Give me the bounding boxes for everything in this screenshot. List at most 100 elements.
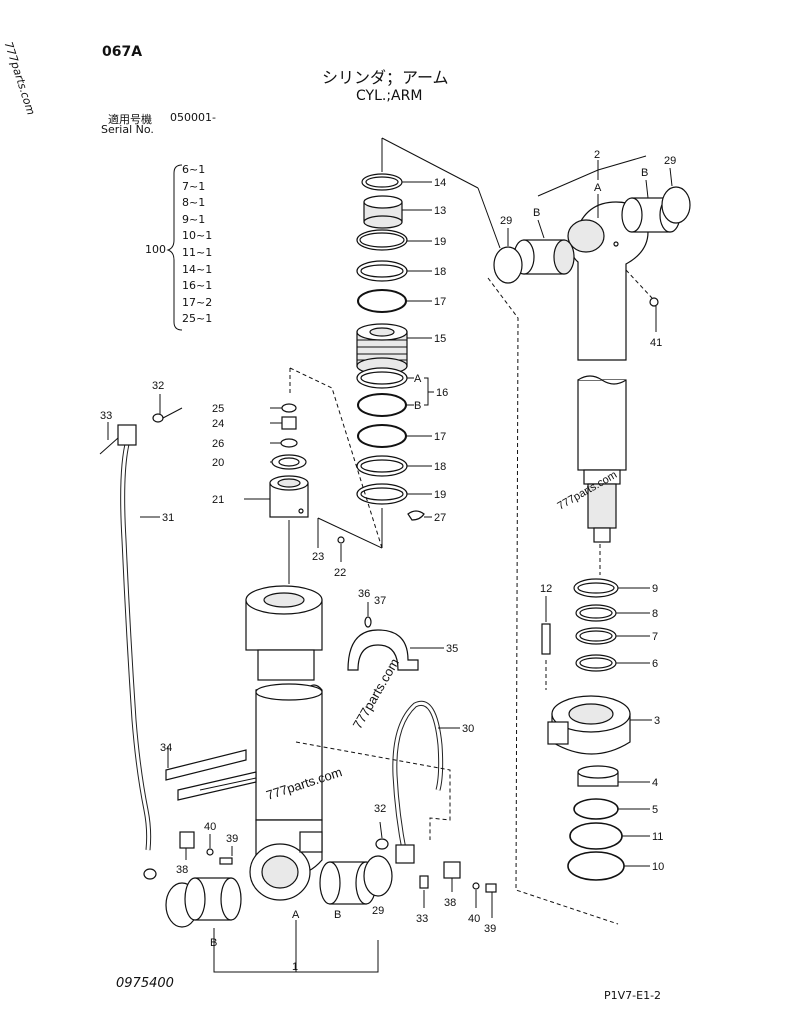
callout-15: 15: [434, 333, 446, 345]
callout-9: 9: [652, 583, 658, 595]
bushing-24: [281, 416, 297, 430]
lower-ring-stack: [567, 765, 650, 881]
piston-15: [356, 323, 408, 375]
callout-3: 3: [654, 715, 660, 727]
callout-20: 20: [212, 457, 224, 469]
kit-item: 6~1: [182, 163, 206, 176]
kit-item: 10~1: [182, 229, 213, 243]
callout-32-top: 32: [152, 380, 164, 392]
serial-label-jp: 適用号機: [108, 113, 152, 126]
clamp-35: [347, 629, 419, 671]
callout-5: 5: [652, 804, 658, 816]
callout-1a: A: [292, 909, 300, 921]
piston-rod-2: [567, 201, 649, 575]
callout-17: 17: [434, 296, 446, 308]
kit-item: 14~1: [182, 262, 213, 276]
callout-2b-left: B: [533, 207, 540, 219]
serial-value: 050001-: [170, 111, 216, 124]
rod-axis-line: [487, 277, 619, 925]
callout-14: 14: [434, 177, 446, 189]
callout-26: 26: [212, 438, 224, 450]
callout-33-top: 33: [100, 410, 112, 422]
title-jp: シリンダ；アーム: [322, 68, 449, 87]
callout-29-bottom: 29: [372, 905, 384, 917]
callout-13: 13: [434, 205, 446, 217]
callout-2a: A: [594, 182, 602, 194]
callout-2b-right: B: [641, 167, 648, 179]
callout-41: 41: [650, 337, 662, 349]
kit-item: 17~2: [182, 295, 213, 309]
serial-label-en: Serial No.: [101, 123, 154, 136]
callout-16a: A: [414, 373, 422, 385]
kit-item: 11~1: [182, 246, 213, 259]
kit-number: 100: [145, 243, 166, 256]
cylinder-head-group: [244, 367, 383, 584]
callout-2: 2: [594, 149, 600, 161]
callout-37: 37: [374, 595, 386, 607]
ring-16b: [357, 393, 407, 417]
callout-29-left: 29: [500, 215, 512, 227]
callout-7: 7: [652, 631, 658, 643]
callout-1b-right: B: [334, 909, 341, 921]
callout-27: 27: [434, 512, 446, 524]
callout-38-bottom: 38: [444, 897, 456, 909]
oring-17-upper: [357, 289, 407, 313]
callout-18: 18: [434, 266, 446, 278]
callout-33-bottom: 33: [416, 913, 428, 925]
gland-21: [269, 475, 309, 518]
callout-35: 35: [446, 643, 458, 655]
cylinder-tube: [245, 585, 323, 901]
callout-1b-left: B: [210, 937, 217, 949]
callout-21: 21: [212, 494, 224, 506]
callout-1: 1: [292, 961, 298, 973]
bolt-12: [541, 623, 551, 655]
rod-end-bushings: [493, 155, 691, 332]
callout-29-right: 29: [664, 155, 676, 167]
bushing-13: [363, 195, 403, 229]
callout-10: 10: [652, 861, 664, 873]
callout-36: 36: [358, 588, 370, 600]
callout-39-left: 39: [226, 833, 238, 845]
callout-6: 6: [652, 658, 658, 670]
tube-end-bushings: [165, 855, 393, 973]
callout-12: 12: [540, 583, 552, 595]
callout-31: 31: [162, 512, 174, 524]
callout-19b: 19: [434, 489, 446, 501]
kit-item: 25~1: [182, 312, 213, 326]
callout-25: 25: [212, 403, 224, 415]
callout-11: 11: [652, 831, 663, 843]
callout-39-bottom: 39: [484, 923, 496, 935]
ring-25: [281, 403, 297, 413]
kit-item: 9~1: [182, 212, 206, 226]
callout-32-bottom: 32: [374, 803, 386, 815]
ring-26: [280, 438, 298, 448]
clamp-34: [165, 749, 247, 781]
callout-16b: B: [414, 400, 421, 412]
doc-number: 0975400: [116, 976, 174, 991]
figure-code: P1V7-E1-2: [604, 989, 662, 1002]
cylinder-head-3: [547, 695, 652, 755]
callout-16: 16: [436, 387, 448, 399]
seal-column: [317, 137, 501, 549]
assembly-line-center: [295, 741, 451, 840]
callout-38-left: 38: [176, 864, 188, 876]
pipe-flange-31: [117, 424, 137, 446]
oring-17-lower: [357, 424, 407, 448]
callout-34: 34: [160, 742, 172, 754]
callout-40-left: 40: [204, 821, 216, 833]
callout-23: 23: [312, 551, 324, 563]
kit-bracket: [166, 164, 183, 331]
callout-4: 4: [652, 777, 658, 789]
callout-22: 22: [334, 567, 346, 579]
kit-item: 8~1: [182, 196, 206, 210]
head-ring-stack: [573, 578, 650, 672]
callout-17b: 17: [434, 431, 446, 443]
kit-item: 16~1: [182, 279, 213, 293]
snap-ring-27: [407, 510, 425, 521]
callout-24: 24: [212, 418, 224, 430]
callout-30: 30: [462, 723, 474, 735]
callout-18b: 18: [434, 461, 446, 473]
page-code: 067A: [102, 44, 143, 60]
